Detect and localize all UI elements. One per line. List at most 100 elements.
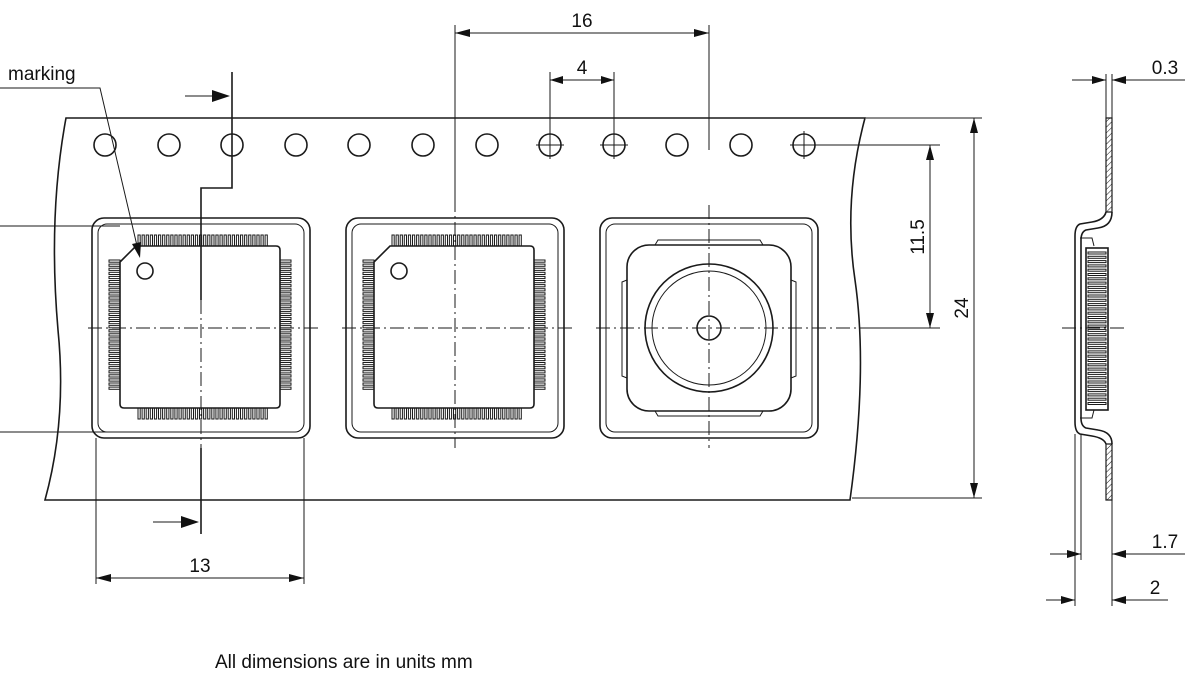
chip-lead [416,407,420,420]
chip-lead [448,407,453,420]
chip-lead [279,275,292,280]
chip-lead [279,382,292,386]
chip-lead [279,386,292,390]
chip-lead [502,407,506,420]
chip-lead [207,407,211,420]
chip-lead [108,271,121,275]
chip-lead [145,234,149,247]
side-lead [1087,350,1107,354]
arrow-right-icon [212,90,230,102]
chip-lead [279,345,292,349]
side-lead [1087,359,1107,362]
chip-lead [149,407,154,420]
side-lead [1087,328,1107,332]
chip-lead [465,407,469,420]
chip-lead [108,325,121,329]
chip-lead [203,407,207,420]
side-lead [1087,268,1107,272]
side-lead [1087,367,1107,371]
side-lead [1087,255,1107,259]
side-lead [1087,316,1107,319]
chip-lead [424,407,428,420]
chip-lead [362,362,375,366]
chip-lead [108,362,121,366]
side-lead [1087,341,1107,345]
chip-lead [420,407,424,420]
chip-lead [362,386,375,390]
chip-lead [279,292,292,296]
chip-lead [108,304,121,308]
chip-lead [362,304,375,308]
chip-lead [510,234,514,247]
chip-lead [362,382,375,386]
chip-lead [256,407,260,420]
chip-lead [158,407,162,420]
chip-lead [362,296,375,300]
side-lead [1087,324,1107,328]
dim-0-3: 0.3 [1072,58,1185,84]
side-lead [1087,285,1107,289]
chip-lead [108,300,121,304]
chip-lead [141,234,145,247]
chip-lead [533,357,546,362]
chip-lead [252,407,256,420]
chip-lead [533,271,546,275]
chip-lead [162,234,166,247]
chip-lead [533,362,546,366]
chip-lead [240,407,244,420]
chip-lead [279,296,292,300]
chip-lead [178,234,182,247]
pocket-2 [345,217,565,439]
chip-lead [533,308,546,312]
chip-lead [211,234,215,247]
chip-lead [186,234,190,247]
chip-lead [362,312,375,316]
pocket-1 [91,217,311,439]
carrier-tape-outline [43,117,867,501]
chip-lead [362,316,375,321]
chip-body [373,245,535,409]
chip-lead [215,407,219,420]
chip-lead [178,407,182,420]
chip-lead [362,280,375,284]
side-lead [1087,380,1107,384]
chip-lead [533,288,546,292]
chip-lead [533,370,546,374]
side-lead [1087,346,1107,350]
chip-lead [412,407,416,420]
dim-13: 13 [95,438,305,584]
chip-lead [518,407,522,420]
chip-lead [108,321,121,325]
side-lead [1087,402,1107,405]
chip-lead [469,407,473,420]
chip-lead [489,234,494,247]
chip-lead [518,234,522,247]
chip-lead [533,312,546,316]
chip-lead [182,234,186,247]
chip-lead [186,407,190,420]
chip-lead [279,308,292,312]
chip-lead [279,271,292,275]
chip-lead [461,234,465,247]
leader-lines: marking [0,64,141,433]
chip-lead [235,407,240,420]
chip-body [119,245,281,409]
chip-lead [362,292,375,296]
section-line [153,72,233,534]
chip-lead [533,325,546,329]
chip-lead [108,349,121,353]
chip-lead [108,280,121,284]
chip-lead [227,407,231,420]
chip-lead [506,234,510,247]
side-lead [1087,337,1107,341]
chip-lead [264,234,268,247]
chip-lead [362,288,375,292]
chip-lead [108,386,121,390]
chip-lead [252,234,256,247]
chip-lead [533,304,546,308]
chip-lead [279,259,292,263]
chip-lead [533,374,546,378]
chip-lead [407,234,412,247]
chip-lead [533,296,546,300]
